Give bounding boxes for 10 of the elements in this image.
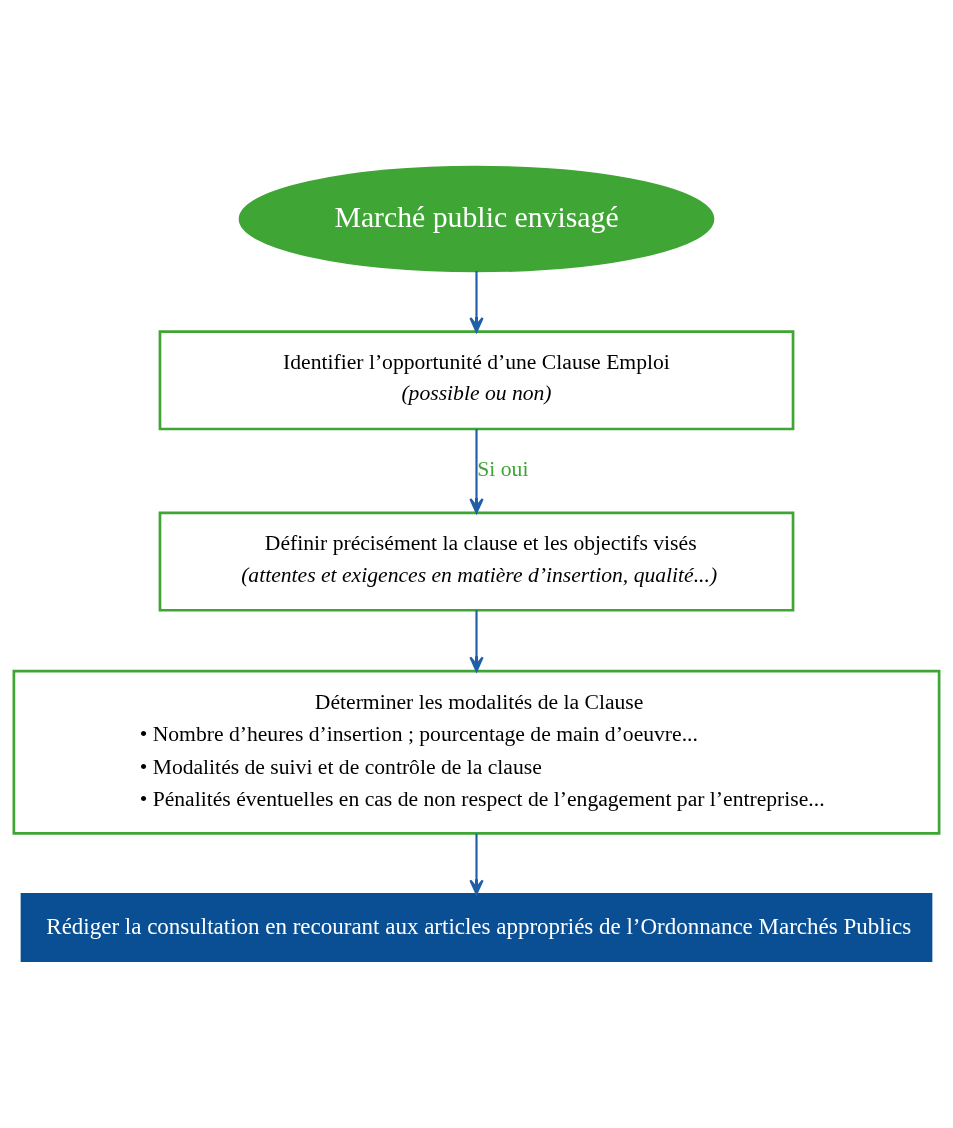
- arrow: [469, 271, 484, 333]
- node-ellipse: Marché public envisagé: [238, 165, 715, 273]
- node-box: Déterminer les modalités de la Clause • Nombre d’heures d’insertion ; pourcentage de main d’oeuvre... • Modalités de suivi et de contrôle de la clause • Pénalités éventuelles en cas de non respect de l’engagement par l’entreprise...: [12, 669, 941, 835]
- edge-label: Si oui: [477, 457, 529, 482]
- arrow: [469, 429, 484, 514]
- node-box: Définir précisément la clause et les objectifs visés (attentes et exigences en matière d’insertion, qualité...): [158, 511, 795, 612]
- node-box: Identifier l’opportunité d’une Clause Emploi (possible ou non): [158, 330, 795, 431]
- arrow: [469, 833, 484, 895]
- node-box: Rédiger la consultation en recourant aux articles appropriés de l’Ordonnance Marchés Publics: [20, 892, 933, 962]
- arrow: [469, 610, 484, 673]
